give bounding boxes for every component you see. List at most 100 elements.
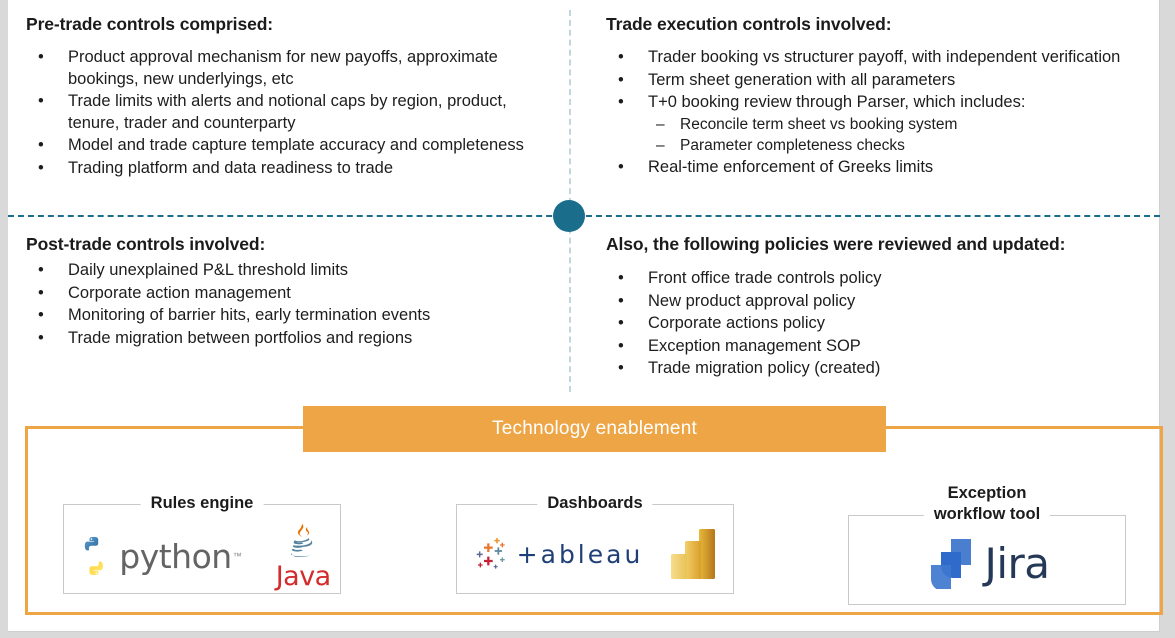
tool-box-dashboards: Dashboards [456, 493, 734, 594]
tool-box-title-rules-engine: Rules engine [140, 493, 264, 514]
jira-chevron-icon [931, 539, 972, 589]
bullet-glyph: • [38, 306, 44, 324]
list-item-label: Trade migration policy (created) [648, 359, 881, 377]
python-snake-icon [85, 536, 104, 576]
list-item: • Front office trade controls policy [606, 268, 1131, 290]
list-item-label: Trade limits with alerts and notional ca… [68, 92, 507, 132]
python-logo: python ™ [73, 535, 242, 577]
list-item-label: Front office trade controls policy [648, 269, 882, 287]
list-item-label: Corporate action management [68, 283, 291, 302]
list-item: • Trade migration policy (created) [606, 358, 1131, 380]
list-item: • Trader booking vs structurer payoff, wi… [606, 47, 1131, 69]
bullet-glyph: • [618, 48, 624, 66]
sub-list-item: –Parameter completeness checks [648, 135, 1131, 156]
post-trade-bullet-list: •Daily unexplained P&L threshold limits … [26, 260, 546, 349]
trade-execution-heading: Trade execution controls involved: [606, 14, 892, 34]
logo-row: +ableau [457, 505, 733, 593]
bullet-glyph: • [38, 48, 44, 66]
list-item: • Trade migration between portfolios and … [26, 328, 546, 350]
quadrant-trade-execution: Trade execution controls involved: • Trad… [606, 14, 1131, 178]
list-item: • Real-time enforcement of Greeks limits [606, 157, 1131, 179]
power-bi-bars-icon [671, 529, 716, 579]
trade-execution-sub-list: –Reconcile term sheet vs booking system … [648, 114, 1131, 156]
python-wordmark: python [119, 536, 232, 576]
sub-list-item: –Reconcile term sheet vs booking system [648, 114, 1131, 135]
bullet-glyph: • [618, 93, 624, 111]
tool-box-title-dashboards: Dashboards [537, 493, 653, 514]
python-trademark: ™ [232, 551, 242, 561]
pre-trade-bullet-list: • Product approval mechanism for new payo… [26, 47, 546, 179]
list-item: • Corporate actions policy [606, 313, 1131, 335]
list-item-label: Corporate actions policy [648, 314, 826, 332]
list-item: • Model and trade capture template accura… [26, 135, 546, 157]
power-bi-logo [669, 527, 717, 581]
jira-logo: Jira [924, 537, 1050, 589]
tool-box-rules-engine: Rules engine python ™ [63, 493, 341, 594]
bullet-glyph: • [618, 336, 624, 355]
dash-glyph: – [656, 136, 665, 154]
list-item: • T+0 booking review through Parser, whic… [606, 92, 1131, 156]
trade-execution-bullet-list: • Trader booking vs structurer payoff, wi… [606, 47, 1131, 178]
list-item-label: Monitoring of barrier hits, early termin… [68, 306, 431, 324]
list-item: • New product approval policy [606, 291, 1131, 313]
sub-list-item-label: Reconcile term sheet vs booking system [680, 115, 958, 133]
bullet-glyph: • [618, 269, 624, 287]
list-item: • Monitoring of barrier hits, early termi… [26, 305, 546, 327]
policies-bullet-list: • Front office trade controls policy • New… [606, 268, 1131, 380]
list-item-label: Trade migration between portfolios and r… [68, 328, 413, 347]
list-item: • Exception management SOP [606, 336, 1131, 358]
technology-enablement-banner: Technology enablement [303, 406, 886, 452]
quadrant-post-trade: Post-trade controls involved: • Daily une… [26, 234, 546, 349]
list-item-label: T+0 booking review through Parser, which… [648, 93, 1026, 111]
bullet-glyph: • [38, 283, 44, 302]
bullet-glyph: • [618, 157, 624, 176]
quadrant-policies: Also, the following policies were review… [606, 234, 1131, 380]
list-item: • Corporate action management [26, 283, 546, 305]
jira-wordmark: Jira [984, 538, 1050, 588]
bullet-glyph: • [38, 136, 44, 154]
list-item-label: Product approval mechanism for new payof… [68, 48, 498, 88]
tool-box-exception-workflow: Exception workflow tool Jira [848, 483, 1126, 605]
list-item-label: Real-time enforcement of Greeks limits [648, 157, 934, 176]
list-item-label: Trader booking vs structurer payoff, wit… [648, 48, 1121, 66]
list-item-label: Model and trade capture template accurac… [68, 136, 524, 154]
list-item: • Trade limits with alerts and notional c… [26, 91, 546, 134]
policies-heading: Also, the following policies were review… [606, 234, 1066, 254]
post-trade-heading: Post-trade controls involved: [26, 234, 266, 254]
list-item-label: Term sheet generation with all parameter… [648, 70, 956, 89]
bullet-glyph: • [38, 158, 44, 177]
bullet-glyph: • [38, 328, 44, 347]
list-item-label: New product approval policy [648, 291, 856, 310]
list-item: • Term sheet generation with all paramete… [606, 70, 1131, 92]
bullet-glyph: • [618, 359, 624, 377]
list-item: • Daily unexplained P&L threshold limits [26, 260, 546, 282]
list-item: • Product approval mechanism for new payo… [26, 47, 546, 90]
tableau-wordmark: +ableau [516, 539, 644, 569]
java-wordmark: Java [275, 560, 332, 592]
technology-enablement-label: Technology enablement [492, 418, 697, 439]
center-dot-marker [553, 200, 585, 232]
list-item: • Trading platform and data readiness to … [26, 158, 546, 180]
tableau-logo: +ableau [473, 534, 644, 574]
bullet-glyph: • [618, 70, 624, 89]
bullet-glyph: • [618, 314, 624, 332]
java-coffee-cup-icon: j [291, 523, 313, 557]
list-item-label: Exception management SOP [648, 336, 861, 355]
list-item-label: Daily unexplained P&L threshold limits [68, 261, 349, 279]
java-logo: j Java [276, 523, 331, 590]
tool-box-title-line-2: workflow tool [933, 505, 1041, 523]
tool-box-title-line-1: Exception [947, 484, 1027, 502]
bullet-glyph: • [38, 92, 44, 110]
dash-glyph: – [656, 115, 665, 133]
quadrant-pre-trade: Pre-trade controls comprised: • Product a… [26, 14, 546, 179]
sub-list-item-label: Parameter completeness checks [680, 136, 905, 154]
pre-trade-heading: Pre-trade controls comprised: [26, 14, 274, 34]
logo-row: Jira [849, 516, 1125, 604]
tableau-plus-mark-icon [476, 538, 505, 569]
list-item-label: Trading platform and data readiness to t… [68, 158, 393, 177]
logo-row: python ™ [64, 505, 340, 593]
slide-canvas: Pre-trade controls comprised: • Product a… [8, 0, 1163, 632]
tool-box-title-exception-workflow: Exception workflow tool [923, 483, 1051, 525]
bullet-glyph: • [38, 261, 44, 279]
bullet-glyph: • [618, 291, 624, 310]
